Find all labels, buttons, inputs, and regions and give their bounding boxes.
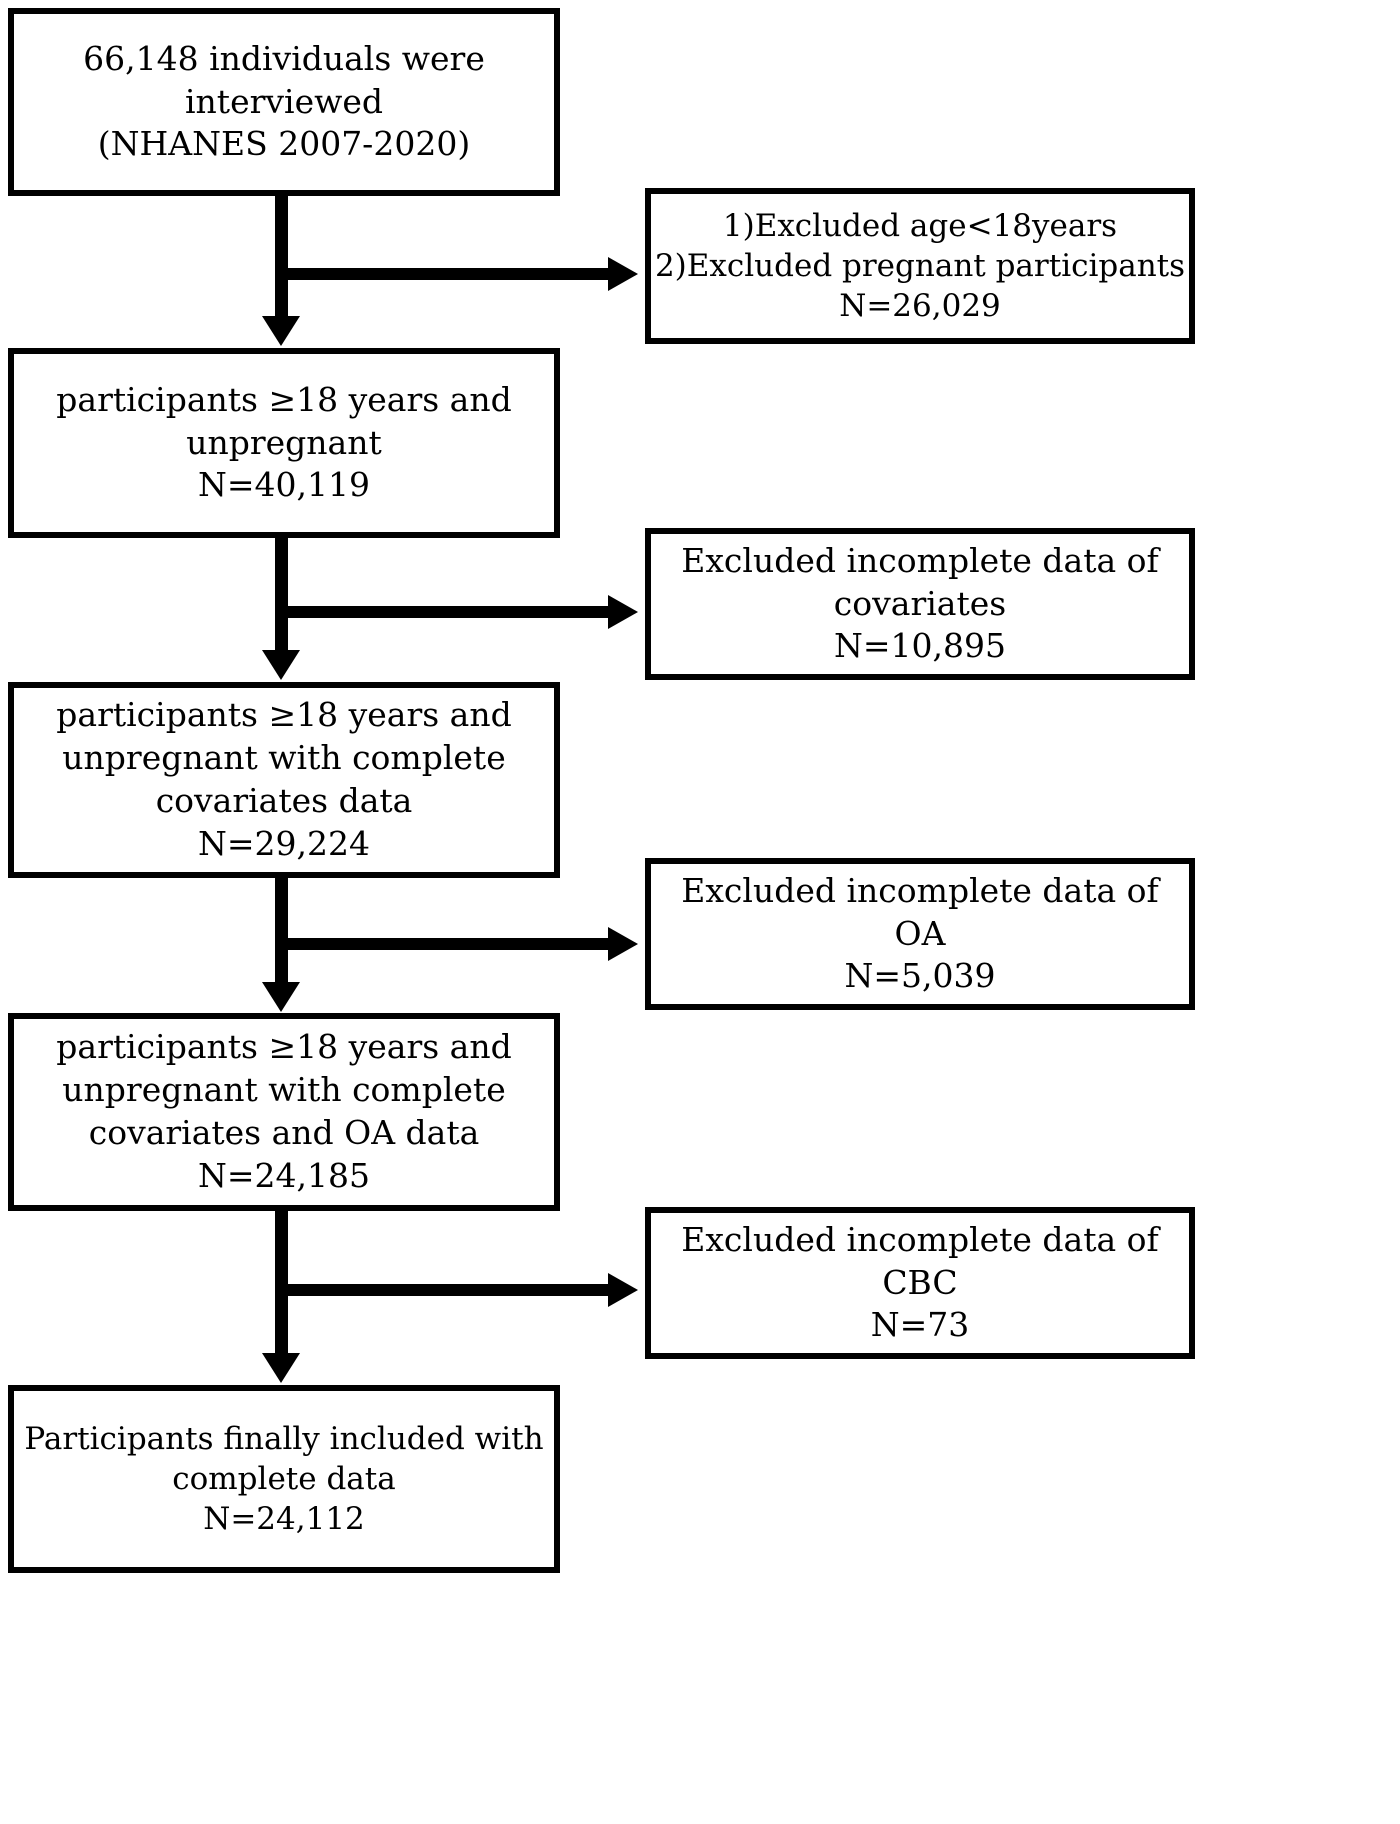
box-line: covariates data	[155, 781, 413, 820]
box-line: N=73	[870, 1305, 970, 1345]
box-line: N=10,895	[834, 626, 1006, 666]
box-line: Participants finally included with	[24, 1420, 544, 1457]
box-line: CBC	[882, 1262, 958, 1302]
connector-trunk-3	[275, 878, 288, 988]
flow-box-complete-covariates: participants ≥18 years and unpregnant wi…	[8, 682, 560, 878]
box-line: participants ≥18 years and	[56, 1027, 512, 1067]
flow-box-final-included: Participants finally included with compl…	[8, 1385, 560, 1573]
box-line: N=29,224	[198, 823, 370, 863]
box-line: N=5,039	[844, 956, 996, 996]
connector-branch-1	[281, 268, 611, 280]
arrow-right-1	[608, 257, 638, 291]
connector-branch-2	[281, 606, 611, 618]
box-line: OA	[894, 913, 946, 953]
connector-trunk-2	[275, 538, 288, 656]
box-line: unpregnant with complete	[62, 738, 506, 778]
arrow-right-4	[608, 1273, 638, 1307]
arrow-down-4	[262, 1353, 300, 1383]
box-line: covariates	[833, 583, 1007, 623]
connector-branch-3	[281, 938, 611, 950]
box-line: unpregnant with complete	[62, 1070, 506, 1110]
box-line: 1)Excluded age<18years	[722, 207, 1118, 244]
flow-box-interviewed: 66,148 individuals were interviewed (NHA…	[8, 8, 560, 196]
box-line: Excluded incomplete data of	[681, 870, 1159, 910]
box-line: 66,148 individuals were	[83, 38, 485, 78]
box-line: complete data	[172, 1460, 396, 1497]
box-line: (NHANES 2007-2020)	[97, 124, 471, 164]
box-line: interviewed	[185, 81, 383, 121]
flow-box-adults-unpregnant: participants ≥18 years and unpregnant N=…	[8, 348, 560, 538]
arrow-down-2	[262, 650, 300, 680]
box-line: unpregnant	[186, 422, 382, 462]
box-line: participants ≥18 years and	[56, 379, 512, 419]
exclusion-box-age-pregnant: 1)Excluded age<18years 2)Excluded pregna…	[645, 188, 1195, 344]
box-line: Excluded incomplete data of	[681, 1219, 1159, 1259]
box-line: N=26,029	[839, 288, 1001, 325]
arrow-down-3	[262, 982, 300, 1012]
connector-branch-4	[281, 1284, 611, 1296]
exclusion-box-covariates: Excluded incomplete data of covariates N…	[645, 528, 1195, 680]
box-line: covariates and OA data	[88, 1113, 480, 1152]
exclusion-box-cbc: Excluded incomplete data of CBC N=73	[645, 1207, 1195, 1359]
arrow-right-2	[608, 595, 638, 629]
connector-trunk-1	[275, 196, 288, 320]
box-line: N=24,185	[198, 1155, 370, 1195]
exclusion-box-oa: Excluded incomplete data of OA N=5,039	[645, 858, 1195, 1010]
arrow-right-3	[608, 927, 638, 961]
box-line: participants ≥18 years and	[56, 695, 512, 735]
box-line: 2)Excluded pregnant participants	[654, 247, 1186, 284]
box-line: N=24,112	[203, 1501, 365, 1538]
arrow-down-1	[262, 316, 300, 346]
box-line: N=40,119	[198, 465, 370, 505]
box-line: Excluded incomplete data of	[681, 540, 1159, 580]
flow-box-complete-covariates-oa: participants ≥18 years and unpregnant wi…	[8, 1013, 560, 1211]
